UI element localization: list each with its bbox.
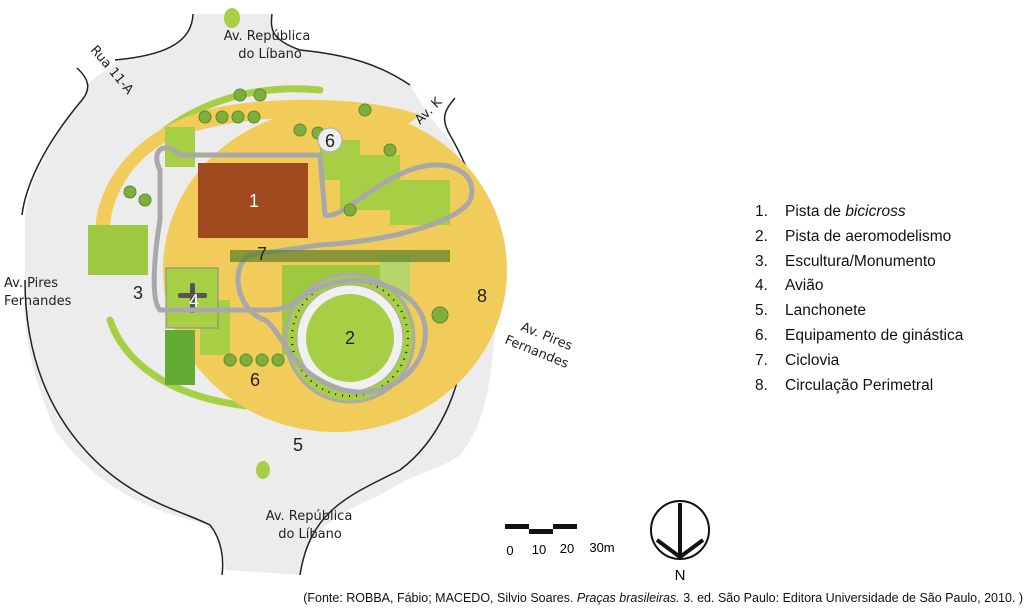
street-top-line2: do Líbano bbox=[238, 47, 302, 62]
north-arrow-icon: N bbox=[650, 500, 710, 584]
legend-item: 8.Circulação Perimetral bbox=[755, 376, 934, 394]
marker-2: 2 bbox=[345, 328, 355, 348]
street-bottom-line2: do Líbano bbox=[278, 527, 342, 542]
street-bottom-line1: Av. República bbox=[266, 509, 353, 524]
street-left-line2: Fernandes bbox=[4, 294, 72, 309]
marker-5: 5 bbox=[293, 435, 303, 455]
bmx-track bbox=[198, 163, 308, 238]
legend-item: 5.Lanchonete bbox=[755, 302, 867, 320]
bike-path bbox=[151, 145, 475, 395]
scale-label: 20 bbox=[560, 541, 574, 556]
scale-bar: 0 10 20 30m bbox=[505, 524, 615, 558]
marker-4: 4 bbox=[189, 291, 199, 311]
scale-label: 10 bbox=[532, 542, 546, 557]
legend-item: 3.Escultura/Monumento bbox=[755, 252, 936, 270]
scale-label: 30m bbox=[589, 540, 614, 555]
source-caption: (Fonte: ROBBA, Fábio; MACEDO, Silvio Soa… bbox=[303, 591, 1023, 605]
legend-item: 1.Pista de bicicross bbox=[755, 203, 906, 220]
legend-item: 7.Ciclovia bbox=[755, 351, 840, 369]
street-left-line1: Av. Pires bbox=[4, 276, 58, 291]
marker-8: 8 bbox=[477, 286, 487, 306]
legend-item: 6.Equipamento de ginástica bbox=[755, 326, 964, 344]
scale-label: 0 bbox=[506, 543, 513, 558]
marker-1: 1 bbox=[249, 191, 259, 211]
north-label: N bbox=[675, 567, 686, 584]
legend-item: 2.Pista de aeromodelismo bbox=[755, 227, 952, 245]
marker-7: 7 bbox=[257, 244, 267, 264]
marker-6-bottom: 6 bbox=[250, 370, 260, 390]
marker-6-top: 6 bbox=[325, 131, 335, 151]
marker-3: 3 bbox=[133, 283, 143, 303]
legend-item: 4.Avião bbox=[755, 277, 824, 295]
legend: 1.Pista de bicicross 2.Pista de aeromode… bbox=[755, 200, 963, 398]
street-top-line1: Av. República bbox=[224, 29, 311, 44]
